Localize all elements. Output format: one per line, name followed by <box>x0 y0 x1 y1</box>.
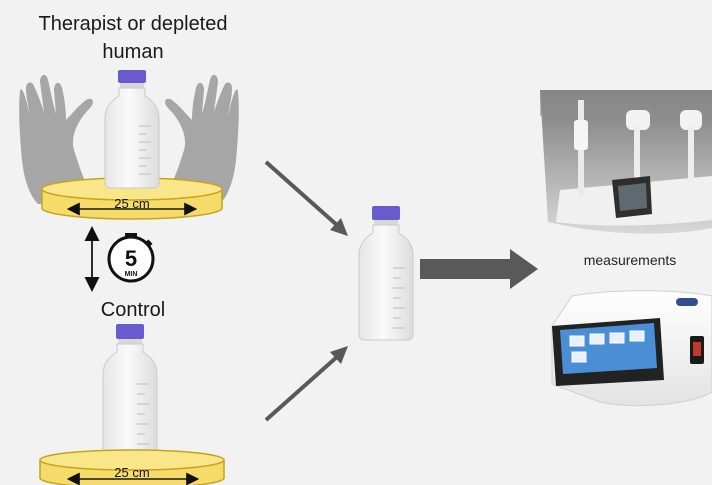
timer-unit: MIN <box>125 271 138 278</box>
arrow-icon <box>264 160 348 236</box>
bottle-icon <box>104 70 160 189</box>
bottle-icon <box>102 324 158 459</box>
lab-instrument-photo <box>540 90 712 234</box>
hand-right-icon <box>162 74 239 205</box>
control-label: Control <box>100 299 166 321</box>
bottom-plate <box>39 449 225 485</box>
timer-icon: 5 MIN <box>107 233 155 283</box>
plate-width-label-top: 25 cm <box>114 196 150 211</box>
bottle-icon <box>358 206 414 341</box>
arrow-icon <box>420 249 538 289</box>
analyzer-device-photo <box>551 290 712 407</box>
therapist-label: Therapist or depleted human <box>38 13 228 63</box>
timer-value: 5 <box>125 246 137 271</box>
arrow-icon <box>264 346 348 422</box>
hand-left-icon <box>19 74 97 205</box>
plate-width-label-bottom: 25 cm <box>114 465 150 480</box>
top-plate <box>41 177 223 220</box>
measurements-label: measurements <box>583 252 677 268</box>
